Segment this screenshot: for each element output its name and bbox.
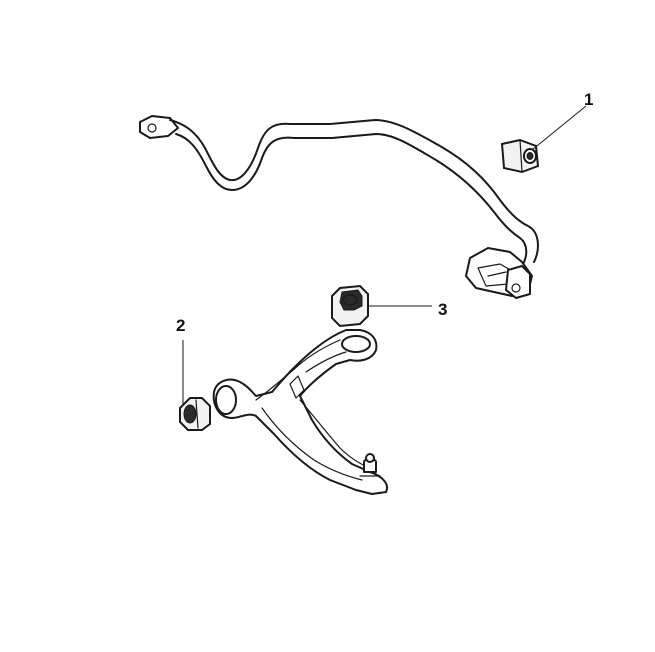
callout-1: 1 bbox=[584, 90, 594, 109]
stabilizer-bar bbox=[139, 115, 539, 299]
stabilizer-bushing-1 bbox=[500, 138, 540, 174]
control-arm-front-bushing-2 bbox=[179, 397, 211, 431]
callout-2: 2 bbox=[176, 316, 186, 335]
control-arm-rear-bushing-3 bbox=[331, 284, 369, 328]
callout-3: 3 bbox=[438, 300, 448, 319]
lower-control-arm bbox=[212, 329, 388, 495]
leader-line-1 bbox=[531, 105, 587, 151]
